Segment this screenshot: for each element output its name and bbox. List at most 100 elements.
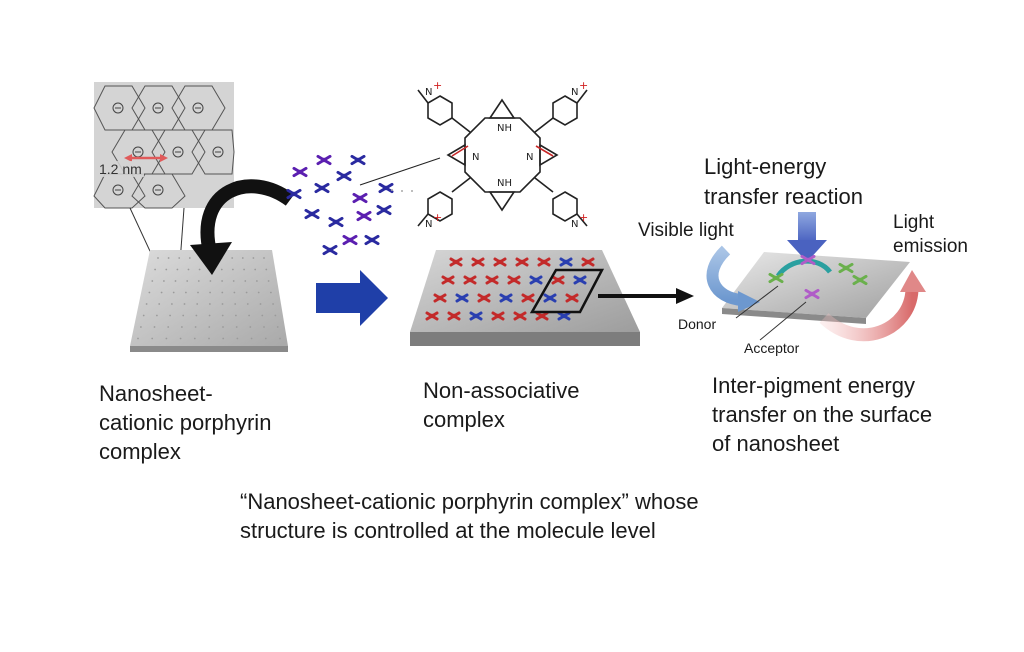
blue-process-arrow bbox=[316, 270, 388, 326]
svg-text:N: N bbox=[571, 87, 578, 98]
sheet-dot bbox=[140, 326, 142, 328]
sheet-dot bbox=[169, 314, 172, 317]
svg-text:N: N bbox=[571, 219, 578, 230]
sheet-dot bbox=[158, 303, 161, 305]
hexagon-inset bbox=[93, 82, 235, 209]
scattered-porphyrin bbox=[352, 192, 368, 204]
sheet-dot bbox=[232, 280, 235, 282]
sheet-dot bbox=[209, 280, 212, 282]
sheet-dot bbox=[187, 268, 190, 271]
scattered-porphyrin bbox=[376, 204, 392, 216]
sheet-dot bbox=[245, 291, 248, 294]
visible-light-arrowhead bbox=[738, 291, 760, 312]
right-caption-line: of nanosheet bbox=[712, 431, 840, 456]
sheet-dot bbox=[209, 291, 212, 294]
selection-frame bbox=[529, 268, 605, 314]
sheet-dot bbox=[154, 268, 157, 271]
visible-light-arrow bbox=[706, 245, 743, 306]
left-caption: Nanosheet- cationic porphyrin complex bbox=[99, 379, 271, 466]
scattered-porphyrin bbox=[304, 208, 320, 220]
sheet-dot bbox=[231, 257, 234, 259]
porphyrin-structure bbox=[417, 89, 588, 227]
porphyrin-cluster bbox=[286, 154, 394, 256]
porphyrin-grid bbox=[425, 257, 595, 321]
sheet-dot bbox=[165, 268, 168, 271]
sheet-dot bbox=[193, 337, 196, 340]
nanosheet-left bbox=[130, 250, 288, 352]
sheet-dot bbox=[197, 280, 200, 282]
acceptor-label: Acceptor bbox=[744, 340, 800, 356]
svg-text:+: + bbox=[433, 211, 442, 224]
left-caption-line: complex bbox=[99, 439, 181, 464]
bottom-caption-line: “Nanosheet-cationic porphyrin complex” w… bbox=[240, 489, 699, 514]
sheet-dot bbox=[233, 291, 236, 294]
porphyrin-mark bbox=[535, 311, 549, 321]
sheet-dot bbox=[179, 337, 182, 340]
sheet-dot bbox=[263, 326, 265, 328]
porphyrin-mark bbox=[469, 311, 483, 321]
inset-scale-label: 1.2 nm bbox=[97, 161, 144, 177]
scattered-porphyrin bbox=[286, 188, 302, 200]
sheet-dot bbox=[244, 280, 247, 282]
porphyrin-mark bbox=[463, 275, 477, 285]
sheet-dot bbox=[145, 303, 148, 305]
sheet-dot bbox=[188, 257, 191, 259]
sheet-dot bbox=[222, 326, 224, 328]
sheet-dot bbox=[259, 303, 262, 305]
porphyrin-mark bbox=[433, 293, 447, 303]
reaction-title-line: transfer reaction bbox=[704, 184, 863, 209]
sheet-dot bbox=[151, 280, 154, 282]
sheet-dot bbox=[178, 257, 181, 259]
sheet-dot bbox=[196, 303, 199, 305]
porphyrin-mark bbox=[557, 311, 571, 321]
svg-text:N: N bbox=[425, 87, 432, 98]
scattered-porphyrin bbox=[292, 166, 308, 178]
emission-label-line: emission bbox=[893, 236, 968, 257]
sheet-dot bbox=[174, 280, 177, 282]
svg-text:N: N bbox=[472, 152, 479, 163]
porphyrin-mark bbox=[447, 311, 461, 321]
right-caption-line: Inter-pigment energy bbox=[712, 373, 915, 398]
scattered-porphyrin bbox=[328, 216, 344, 228]
porphyrin-mark bbox=[581, 257, 595, 267]
sheet-dot bbox=[241, 257, 244, 259]
sheet-dot bbox=[194, 326, 197, 328]
porphyrin-mark bbox=[551, 275, 565, 285]
sheet-dot bbox=[172, 291, 175, 294]
scattered-porphyrin bbox=[336, 170, 352, 182]
porphyrin-mark bbox=[485, 275, 499, 285]
sheet-dot bbox=[274, 314, 277, 317]
svg-text:N: N bbox=[526, 152, 533, 163]
bottom-caption: “Nanosheet-cationic porphyrin complex” w… bbox=[240, 487, 699, 545]
porphyrin-mark bbox=[455, 293, 469, 303]
middle-caption-line: complex bbox=[423, 407, 505, 432]
sheet-dot bbox=[208, 326, 211, 328]
donor-molecule bbox=[852, 274, 868, 286]
svg-text:NH: NH bbox=[497, 178, 512, 189]
sheet-dot bbox=[254, 268, 257, 271]
right-caption: Inter-pigment energy transfer on the sur… bbox=[712, 371, 932, 458]
emission-arrowhead bbox=[900, 270, 926, 292]
porphyrin-mark bbox=[425, 311, 439, 321]
porphyrin-mark bbox=[513, 311, 527, 321]
down-energy-arrow bbox=[787, 212, 827, 262]
scattered-porphyrin bbox=[378, 182, 394, 194]
sheet-dot bbox=[156, 314, 158, 317]
svg-text:+: + bbox=[433, 79, 442, 92]
sheet-dot bbox=[195, 314, 198, 317]
cation-charge-marks: + + + + bbox=[433, 79, 588, 224]
sheet-dot bbox=[181, 326, 183, 328]
sheet-dot bbox=[264, 337, 267, 340]
sheet-dot bbox=[176, 268, 179, 271]
sheet-dot bbox=[267, 280, 270, 282]
sheet-dot bbox=[235, 326, 238, 328]
visible-light-label: Visible light bbox=[638, 220, 734, 241]
sheet-dot bbox=[236, 337, 239, 340]
donor-acceptor-molecules bbox=[768, 254, 868, 300]
acceptor-molecule bbox=[804, 288, 820, 300]
svg-text:N: N bbox=[425, 219, 432, 230]
sheet-dot bbox=[208, 337, 210, 340]
sheet-dot bbox=[272, 303, 274, 305]
sheet-dot bbox=[232, 268, 234, 271]
